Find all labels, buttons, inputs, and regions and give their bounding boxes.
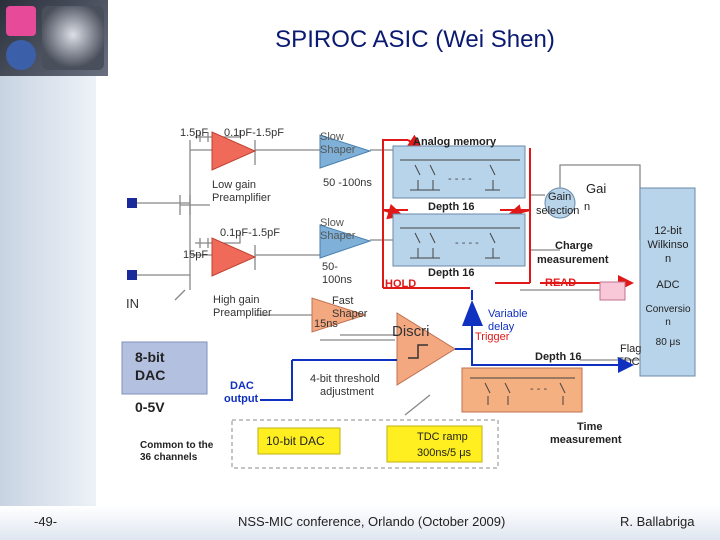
flag-tdc-1: Flag [620, 343, 641, 355]
cern-logo [6, 40, 36, 70]
variable-delay-2: delay [488, 321, 515, 333]
dac-10bit [257, 427, 341, 455]
low-gain-label-2: Preamplifier [212, 192, 271, 204]
slow-shaper-2-time-1: 50- [322, 261, 338, 273]
slow-shaper-2-time-2: 100ns [322, 274, 352, 286]
high-gain-label-2: Preamplifier [213, 307, 272, 319]
left-sidebar [0, 76, 96, 516]
input-label: IN [126, 296, 139, 311]
dac-8bit [121, 341, 208, 395]
low-gain-preamp [211, 131, 257, 171]
footer-conference: NSS-MIC conference, Orlando (October 200… [238, 514, 506, 529]
common-label-1: Common to the [140, 440, 214, 451]
depth16-3: Depth 16 [535, 351, 581, 363]
slow-shaper-1-label-2: Shaper [320, 144, 356, 156]
blue-wiring [260, 326, 600, 401]
input-pad-2 [127, 270, 137, 280]
cap-high-a: 15pF [183, 249, 208, 261]
adc-text: 12-bit Wilkinso n ADC Conversio n 80 μs [645, 225, 690, 348]
top-banner [0, 0, 720, 76]
charge-measurement-1: Charge [555, 240, 593, 252]
svg-text:80 μs: 80 μs [656, 337, 681, 348]
charge-measurement-2: measurement [537, 254, 609, 266]
tdc-ramp-2: 300ns/5 μs [417, 447, 472, 459]
analog-memory-label: Analog memory [413, 136, 497, 148]
adc-box [639, 187, 696, 377]
threshold-adj-2: adjustment [320, 386, 374, 398]
page-number: -49- [34, 514, 58, 529]
discriminator [396, 312, 456, 386]
svg-text:- - - -: - - - - [455, 237, 479, 249]
svg-text:n: n [665, 317, 671, 328]
depth16-2: Depth 16 [428, 267, 474, 279]
common-label-2: 36 channels [140, 452, 198, 463]
fast-shaper-time: 15ns [314, 318, 338, 330]
svg-text:Wilkinso: Wilkinso [648, 239, 689, 251]
svg-text:Conversio: Conversio [645, 304, 690, 315]
slide-title: SPIROC ASIC (Wei Shen) [275, 26, 555, 53]
gain-selection-label-1: Gain [548, 191, 571, 203]
dac-output-2: output [224, 393, 259, 405]
common-block [231, 419, 499, 469]
gain-label: Gai [586, 181, 606, 196]
dac8-label-2: DAC [135, 367, 165, 383]
medipix-logo [6, 6, 36, 36]
high-gain-label-1: High gain [213, 294, 259, 306]
fast-shaper-label-1: Fast [332, 295, 353, 307]
cap-low-b: 0.1pF-1.5pF [224, 127, 284, 139]
detector-photo [42, 6, 104, 70]
variable-delay-1: Variable [488, 308, 528, 320]
footer-author: R. Ballabriga [620, 514, 695, 529]
gain-label-2: n [584, 201, 590, 213]
svg-text:n: n [665, 253, 671, 265]
tdc-memory [461, 367, 583, 413]
logo-panel [0, 0, 108, 76]
time-measurement-2: measurement [550, 434, 622, 446]
tdc-ramp-1: TDC ramp [417, 431, 468, 443]
analog-memory-1 [392, 145, 526, 199]
read-switch [599, 281, 626, 301]
slow-shaper-2 [319, 224, 372, 259]
dac10-label: 10-bit DAC [266, 434, 325, 448]
slow-shaper-1 [319, 134, 372, 169]
svg-text:- - -: - - - [530, 383, 547, 395]
dac-range: 0-5V [135, 399, 165, 415]
high-gain-preamp [211, 237, 257, 277]
slow-shaper-2-label-1: Slow [320, 217, 344, 229]
slow-shaper-1-label-1: Slow [320, 131, 344, 143]
trigger-label: Trigger [475, 331, 510, 343]
time-measurement-1: Time [577, 421, 602, 433]
fast-shaper [311, 297, 367, 333]
fast-shaper-label-2: Shaper [332, 308, 368, 320]
cap-high-b: 0.1pF-1.5pF [220, 227, 280, 239]
svg-text:ADC: ADC [656, 279, 679, 291]
tdc-ramp [386, 425, 483, 463]
svg-text:- - - -: - - - - [448, 173, 472, 185]
bottom-bar [0, 506, 720, 540]
input-pad-1 [127, 198, 137, 208]
gain-selection-label-2: selection [536, 205, 579, 217]
flag-tdc-2: TDC [617, 356, 640, 368]
dac-output-1: DAC [230, 380, 254, 392]
gain-selection-circle [544, 187, 576, 219]
svg-text:12-bit: 12-bit [654, 225, 682, 237]
slow-shaper-1-time: 50 -100ns [323, 177, 372, 189]
low-gain-label-1: Low gain [212, 179, 256, 191]
hold-label: HOLD [385, 278, 416, 290]
diagram-bg [100, 98, 660, 478]
slow-shaper-2-label-2: Shaper [320, 230, 356, 242]
depth16-1: Depth 16 [428, 201, 474, 213]
read-label: READ [545, 277, 576, 289]
cap-low-a: 1.5pF [180, 127, 208, 139]
discri-label: Discri [392, 323, 430, 340]
variable-delay [462, 300, 483, 326]
dac8-label-1: 8-bit [135, 349, 165, 365]
threshold-adj-1: 4-bit threshold [310, 373, 380, 385]
analog-memory-2 [392, 213, 526, 267]
